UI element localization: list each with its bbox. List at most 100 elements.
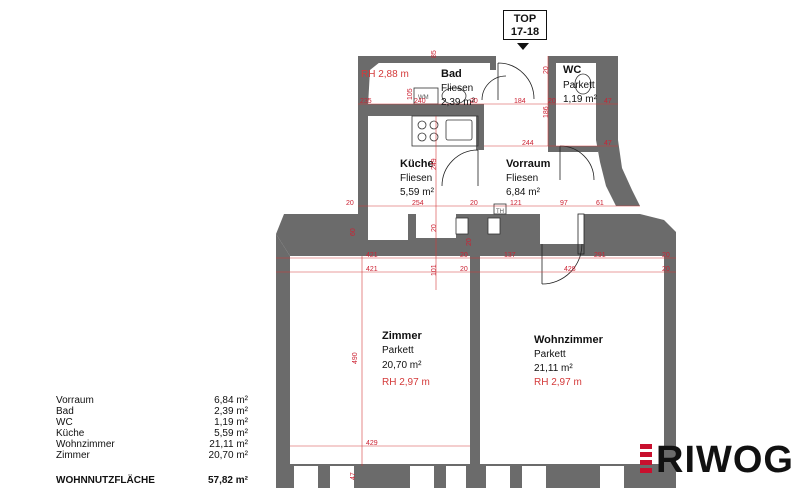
dim-20f: 20 (662, 252, 670, 259)
dim-240: 240 (414, 98, 426, 105)
dim-291: 291 (594, 252, 606, 259)
wohn-door-leaf (577, 213, 585, 255)
area-row-value: 2,39 m² (214, 406, 248, 417)
logo-accent-icon (640, 442, 652, 478)
dim-97: 97 (560, 200, 568, 207)
dim-20d: 20 (470, 200, 478, 207)
dim-137: 137 (504, 252, 516, 259)
bad-right-wall-top (490, 56, 496, 70)
bad-height: RH 2,88 m (361, 69, 409, 80)
bad-top-wall (358, 56, 380, 106)
area-row-label: Wohnzimmer (56, 439, 115, 450)
wc-top-wall (548, 56, 596, 63)
area-row-value: 1,19 m² (214, 417, 248, 428)
bad-name: Bad (441, 68, 462, 80)
dim-254: 254 (412, 200, 424, 207)
bad-floor: Fliesen (441, 83, 474, 94)
vorraum-floor: Fliesen (506, 173, 539, 184)
dim-20v3: 20 (543, 66, 550, 74)
dim-47b: 47 (604, 140, 612, 147)
kitchen-sink (445, 119, 473, 141)
heater-label: TH (496, 209, 504, 215)
area-total-value: 57,82 m² (207, 475, 248, 486)
wohnzimmer-floor: Parkett (534, 349, 566, 360)
bad-kitchen-wall (358, 104, 480, 116)
dim-184: 184 (514, 98, 526, 105)
window-3 (410, 466, 434, 488)
small-pillars (455, 217, 501, 235)
stove-burner-4 (429, 132, 439, 142)
wohnzimmer-height: RH 2,97 m (534, 377, 582, 388)
logo-text: RIWOG (656, 439, 794, 481)
dim-47c: 47 (350, 472, 357, 480)
bad-area: 2,39 m² (441, 97, 475, 108)
stove-burner-1 (417, 120, 427, 130)
bad-top-wall-2 (370, 56, 496, 63)
door-swings (441, 62, 595, 285)
zimmer-area: 20,70 m² (382, 360, 422, 371)
area-row: Wohnzimmer 21,11 m² (56, 439, 248, 450)
vorraum-name: Vorraum (506, 158, 551, 170)
zimmer-name: Zimmer (382, 330, 422, 342)
top-badge-line2: 17-18 (510, 26, 540, 38)
dim-60: 60 (350, 228, 357, 236)
area-row: Küche 5,59 m² (56, 428, 248, 439)
right-outer-wall (664, 236, 676, 468)
dim-20e: 20 (460, 252, 468, 259)
wc-name: WC (563, 64, 582, 76)
kueche-name: Küche (400, 158, 434, 170)
door-gap-wohn (540, 214, 584, 244)
wc-right-wall-curve (596, 56, 640, 206)
dim-20v2: 20 (466, 238, 473, 246)
bad-vorraum-wall (476, 104, 484, 150)
dim-249: 249 (431, 158, 438, 170)
wc-floor: Parkett (563, 80, 595, 91)
area-row-label: Zimmer (56, 450, 90, 461)
vorraum-area: 6,84 m² (506, 187, 540, 198)
apartment-top-badge: TOP 17-18 (503, 10, 547, 40)
dim-235: 235 (360, 98, 372, 105)
washing-machine-label: WM (418, 95, 429, 101)
dim-429: 429 (366, 440, 378, 447)
wohnzimmer-name: Wohnzimmer (534, 334, 603, 346)
area-row-value: 21,11 m² (209, 439, 248, 450)
window-2 (330, 466, 354, 488)
dim-105: 105 (407, 88, 414, 100)
area-row-value: 20,70 m² (208, 450, 248, 461)
left-outer-wall (276, 234, 290, 468)
bad-door-swing (481, 75, 507, 101)
wc-toilet (574, 73, 592, 95)
kitchen-door-swing (441, 149, 479, 187)
door-gap-middle (370, 214, 408, 238)
heater (493, 203, 507, 215)
area-row-label: Küche (56, 428, 85, 439)
area-row-value: 5,59 m² (214, 428, 248, 439)
dim-244: 244 (522, 140, 534, 147)
dim-85: 85 (431, 50, 438, 58)
kitchen-counter (411, 115, 479, 147)
dim-61: 61 (596, 200, 604, 207)
stove-burner-3 (417, 132, 427, 142)
top-badge-line1: TOP (513, 13, 537, 25)
window-7 (600, 466, 624, 488)
dimension-lines (276, 56, 676, 466)
window-5 (486, 466, 510, 488)
area-row: Zimmer 20,70 m² (56, 450, 248, 461)
dim-186: 186 (543, 106, 550, 118)
entry-arrow-icon (517, 43, 529, 50)
dim-20h: 20 (662, 266, 670, 273)
window-6 (522, 466, 546, 488)
wc-bottom-wall (548, 146, 598, 152)
pillar-2 (487, 217, 501, 235)
dim-20v1: 20 (431, 224, 438, 232)
kueche-floor: Fliesen (400, 173, 433, 184)
window-1 (294, 466, 318, 488)
dim-490: 490 (352, 352, 359, 364)
middle-wall (276, 214, 676, 256)
area-row-value: 6,84 m² (214, 395, 248, 406)
dim-20g: 20 (460, 266, 468, 273)
